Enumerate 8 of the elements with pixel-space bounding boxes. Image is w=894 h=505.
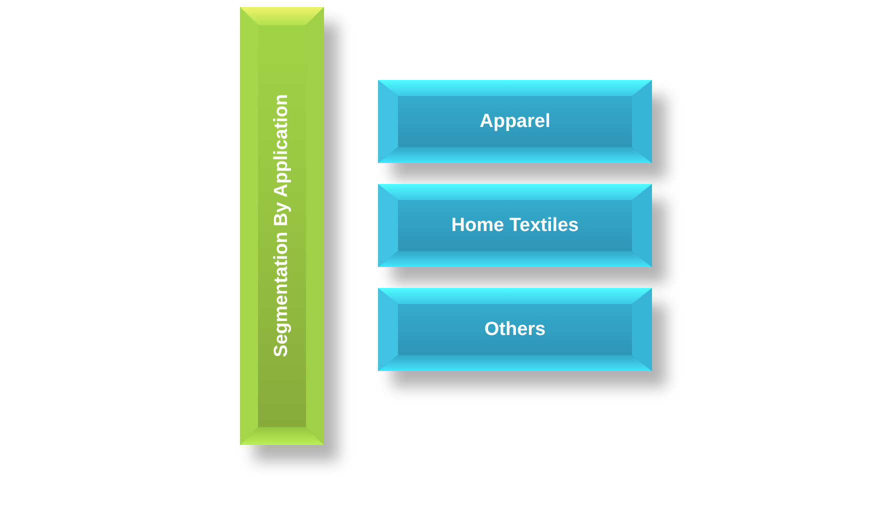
- segment-box: [378, 184, 652, 267]
- segment-box: [378, 80, 652, 163]
- segment-label: Apparel: [480, 110, 550, 132]
- segment-box: [378, 288, 652, 371]
- segment-label: Others: [484, 318, 546, 340]
- category-title: Segmentation By Application: [271, 94, 293, 358]
- category-bar: [240, 7, 324, 445]
- segment-label: Home Textiles: [451, 214, 579, 236]
